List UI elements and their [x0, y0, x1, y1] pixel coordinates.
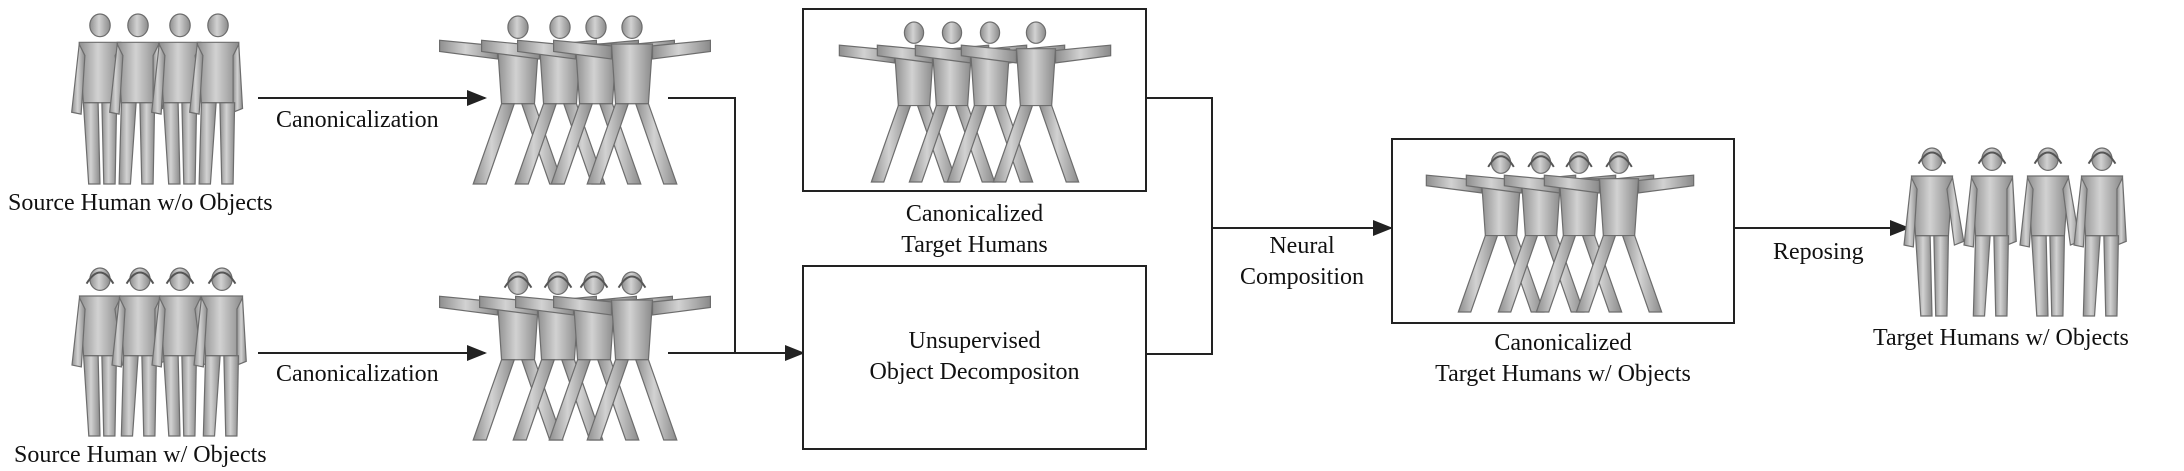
human-mesh	[1963, 147, 2017, 317]
human-mesh	[1465, 151, 1617, 313]
human-mesh	[960, 21, 1112, 183]
caption-line-1: Canonicalized	[1494, 330, 1632, 356]
caption-line-2: Target Humans	[901, 232, 1048, 258]
object-decomposition-box	[802, 265, 1147, 450]
canonicalization-bottom-label: Canonicalization	[276, 361, 439, 387]
canonicalized-target-humans-box	[802, 8, 1147, 192]
decomposition-line-1: Unsupervised	[908, 328, 1041, 354]
neural-composition-label: Neural Composition	[1222, 231, 1382, 293]
human-mesh	[189, 13, 244, 185]
neural-line-1: Neural	[1269, 233, 1335, 259]
neural-line-2: Composition	[1239, 264, 1365, 290]
composition-connector-bottom	[1147, 228, 1213, 355]
canonicalized-target-with-objects-box	[1391, 138, 1735, 324]
object-decomposition-text: Unsupervised Object Decompositon	[802, 326, 1147, 388]
composition-connector-top	[1147, 97, 1213, 228]
human-mesh	[151, 267, 213, 437]
canonicalized-target-humans-caption: Canonicalized Target Humans	[802, 199, 1147, 261]
target-with-objects-caption: Target Humans w/ Objects	[1873, 325, 2129, 351]
source-humans-with-objects-figure	[71, 267, 247, 437]
canonicalized-source-with-objects-figure	[439, 271, 711, 441]
source-with-objects-caption: Source Human w/ Objects	[14, 442, 267, 468]
human-mesh	[2019, 147, 2081, 317]
canonicalization-top-label: Canonicalization	[276, 107, 439, 133]
human-mesh	[151, 13, 213, 185]
target-humans-with-objects-figure	[1903, 147, 2127, 317]
human-mesh	[553, 271, 711, 441]
reposing-label: Reposing	[1773, 239, 1864, 265]
merge-connector-top	[668, 97, 736, 353]
source-humans-no-objects-figure	[71, 13, 244, 185]
human-mesh	[111, 267, 165, 437]
human-mesh	[2073, 147, 2127, 317]
source-no-objects-caption: Source Human w/o Objects	[8, 190, 273, 216]
canonicalized-target-humans-figure	[838, 21, 1112, 183]
decomposition-line-2: Object Decompositon	[869, 359, 1080, 385]
caption-line-1: Canonicalized	[905, 201, 1044, 227]
human-mesh	[553, 15, 711, 185]
human-mesh	[1903, 147, 1965, 317]
human-mesh	[1543, 151, 1695, 313]
canonicalized-target-with-objects-caption: Canonicalized Target Humans w/ Objects	[1391, 328, 1735, 390]
caption-line-2: Target Humans w/ Objects	[1435, 361, 1691, 387]
human-mesh	[71, 267, 133, 437]
canonicalized-target-with-objects-figure	[1425, 151, 1695, 313]
canonicalized-source-no-objects-figure	[439, 15, 711, 185]
human-mesh	[193, 267, 247, 437]
